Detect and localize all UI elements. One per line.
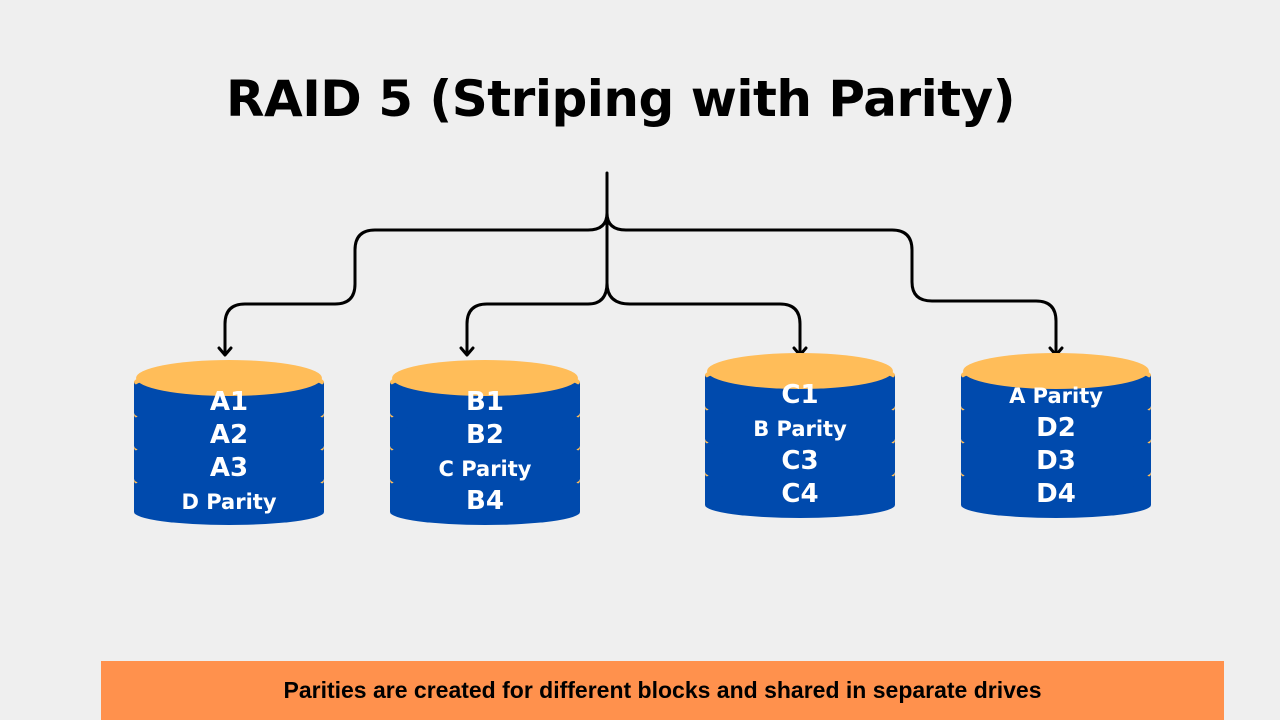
data-block-label: B1 xyxy=(466,387,504,417)
connector-to-drive-1 xyxy=(223,211,609,356)
connector-lines xyxy=(217,171,1064,357)
disk-top-cap xyxy=(136,360,322,396)
data-block-label: C1 xyxy=(781,380,818,410)
data-block-label: A2 xyxy=(210,420,248,450)
data-block-label: D2 xyxy=(1036,413,1076,443)
data-block-label: A3 xyxy=(210,453,248,483)
data-block-label: C4 xyxy=(781,479,818,509)
parity-block-label: C Parity xyxy=(438,457,531,481)
data-block-label: D3 xyxy=(1036,446,1076,476)
connector-to-drive-2 xyxy=(465,281,609,356)
footer-text: Parities are created for different block… xyxy=(283,677,1042,703)
parity-block-label: A Parity xyxy=(1009,384,1103,408)
parity-block-label: D Parity xyxy=(181,490,276,514)
data-block-label: C3 xyxy=(781,446,818,476)
disk-top-cap xyxy=(392,360,578,396)
parity-block-label: B Parity xyxy=(753,417,847,441)
connector-to-drive-3 xyxy=(605,281,802,356)
disk-top-cap xyxy=(963,353,1149,389)
arrowhead-icon xyxy=(217,346,233,357)
connector-to-drive-4 xyxy=(605,211,1058,356)
disk-top-cap xyxy=(707,353,893,389)
data-block-label: D4 xyxy=(1036,479,1076,509)
footer-banner: Parities are created for different block… xyxy=(101,661,1224,720)
data-block-label: A1 xyxy=(210,387,248,417)
data-block-label: B2 xyxy=(466,420,504,450)
data-block-label: B4 xyxy=(466,486,504,516)
page-title: RAID 5 (Striping with Parity) xyxy=(226,70,1016,128)
arrowhead-icon xyxy=(459,346,475,357)
